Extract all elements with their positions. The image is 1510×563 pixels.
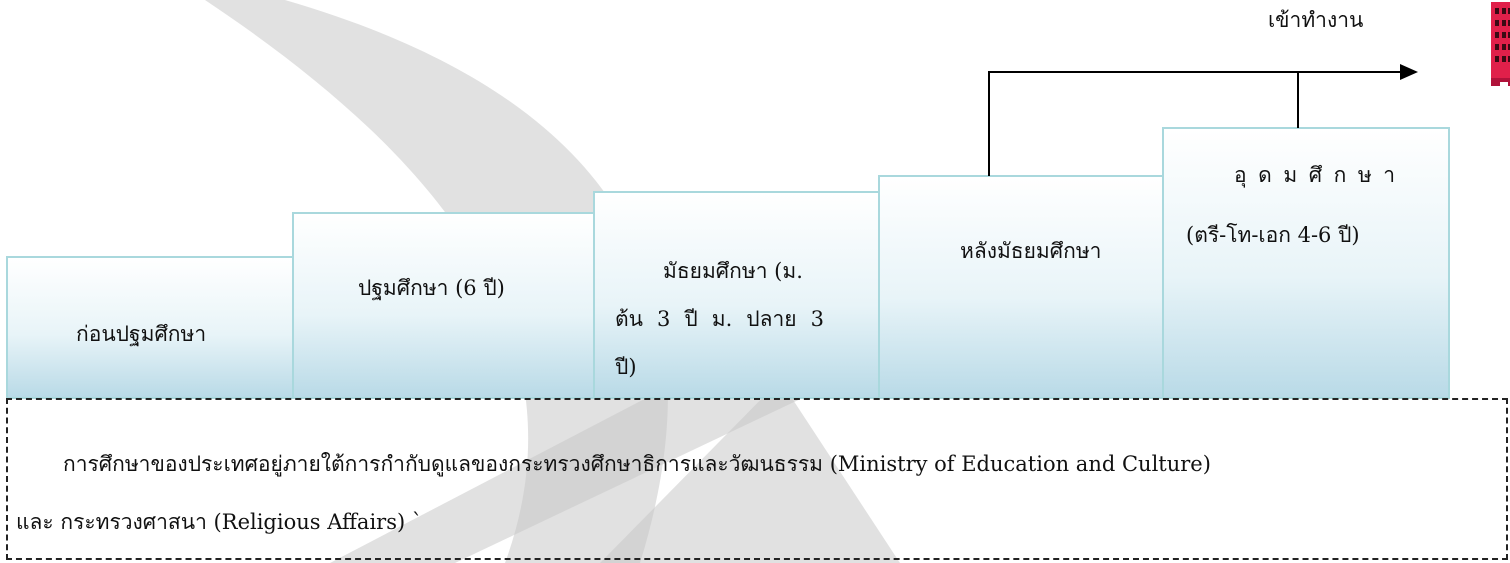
- step-secondary: มัธยมศึกษา (ม. ต้น 3 ปี ม. ปลาย 3 ปี): [593, 191, 880, 399]
- ministry-note-box: การศึกษาของประเทศอยู่ภายใต้การกำกับดูแลข…: [6, 398, 1508, 560]
- step-post-secondary: หลังมัธยมศึกษา: [878, 175, 1166, 399]
- arrow-head-icon: [1400, 64, 1418, 80]
- watermark-shape-left: [205, 0, 668, 563]
- step-secondary-line1: มัธยมศึกษา (ม.: [663, 259, 803, 283]
- step-higher: อุดมศึกษา (ตรี-โท-เอก 4-6 ปี): [1162, 127, 1450, 399]
- ministry-note-line2: และ กระทรวงศาสนา (Religious Affairs) `: [16, 510, 423, 534]
- step-higher-line1: อุดมศึกษา: [1234, 163, 1407, 187]
- step-post-secondary-label: หลังมัธยมศึกษา: [960, 239, 1102, 263]
- step-primary-label: ปฐมศึกษา (6 ปี): [358, 276, 505, 300]
- ministry-note-line1: การศึกษาของประเทศอยู่ภายใต้การกำกับดูแลข…: [63, 452, 1211, 476]
- step-preschool: ก่อนปฐมศึกษา: [6, 256, 294, 399]
- workplace-label: เข้าทำงาน: [1268, 8, 1364, 32]
- building-icon: [1491, 2, 1510, 86]
- step-secondary-line3: ปี): [615, 355, 637, 379]
- step-secondary-line2: ต้น 3 ปี ม. ปลาย 3: [615, 307, 824, 331]
- step-higher-line2: (ตรี-โท-เอก 4-6 ปี): [1186, 223, 1360, 247]
- watermark-shape-bottom: [600, 380, 900, 563]
- step-preschool-label: ก่อนปฐมศึกษา: [76, 322, 207, 346]
